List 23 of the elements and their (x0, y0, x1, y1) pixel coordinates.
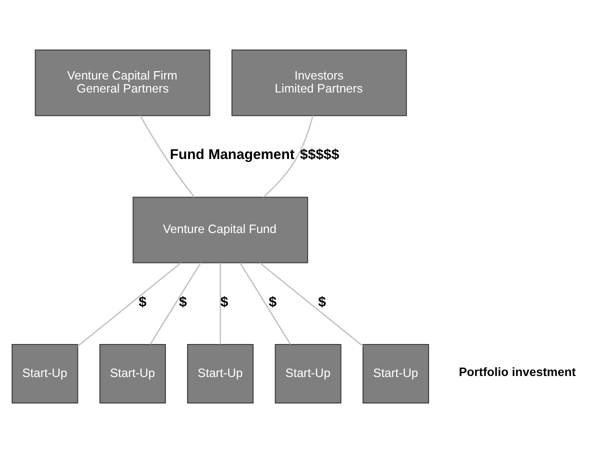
edge-label: $ (220, 292, 228, 309)
edge-label: $ (268, 292, 277, 309)
node-box: Venture Capital Firm General Partners (34, 49, 210, 116)
node-box: Start-Up (362, 343, 430, 403)
node-box: Investors Limited Partners (231, 49, 407, 116)
connector (150, 262, 202, 344)
edge-label: $ (138, 292, 147, 309)
node-box: Start-Up (187, 343, 254, 403)
node-box: Start-Up (99, 343, 166, 403)
connector (259, 262, 364, 346)
edge-label: Fund Management (170, 146, 295, 162)
connector (262, 114, 314, 198)
node-box: Start-Up (274, 343, 342, 403)
node-box: Venture Capital Fund (132, 196, 308, 263)
edge-label: $$$$$ (300, 146, 340, 162)
connector (220, 262, 221, 344)
node-box: Start-Up (12, 343, 78, 403)
edge-label: $ (318, 292, 326, 309)
connector (140, 114, 195, 198)
label: Portfolio investment (458, 364, 576, 378)
connector (77, 262, 182, 346)
edge-label: $ (179, 292, 187, 309)
connector (240, 262, 292, 344)
